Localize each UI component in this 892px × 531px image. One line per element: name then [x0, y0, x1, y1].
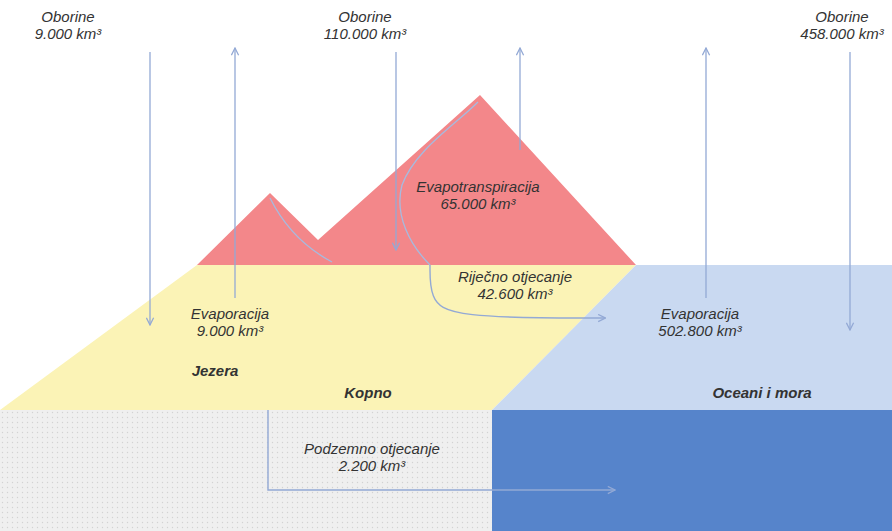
- region-name: Oceani i mora: [697, 384, 827, 401]
- flow-value: Evaporacija 9.000 km³: [180, 305, 280, 339]
- evaporation-arrow: [705, 48, 706, 298]
- flow-value: Evapotranspiracija 65.000 km³: [408, 178, 548, 212]
- precipitation-value: Oborine 110.000 km³: [315, 8, 415, 42]
- mountain-shape: Evapotranspiracija 65.000 km³: [197, 95, 636, 265]
- runoff-label: Riječno otjecanje 42.600 km³: [445, 268, 585, 302]
- runoff-label: Podzemno otjecanje 2.200 km³: [292, 440, 452, 474]
- ocean-band: Evaporacija 502.800 km³ Oceani i mora: [492, 265, 892, 531]
- evapotranspiration-arrow: [519, 48, 520, 150]
- precipitation-arrow: [149, 52, 150, 325]
- precipitation-value: Oborine 458.000 km³: [795, 8, 890, 42]
- flow-value: Kopno: [328, 384, 408, 401]
- region-fill: [197, 95, 636, 265]
- precipitation-value: Oborine 9.000 km³: [23, 8, 113, 42]
- flow-value: Evaporacija 502.800 km³: [645, 305, 755, 339]
- ground-layer: [0, 410, 492, 531]
- ocean-band-outline: [492, 265, 892, 531]
- region-fill: [492, 410, 892, 531]
- region-name: Jezera: [175, 362, 255, 379]
